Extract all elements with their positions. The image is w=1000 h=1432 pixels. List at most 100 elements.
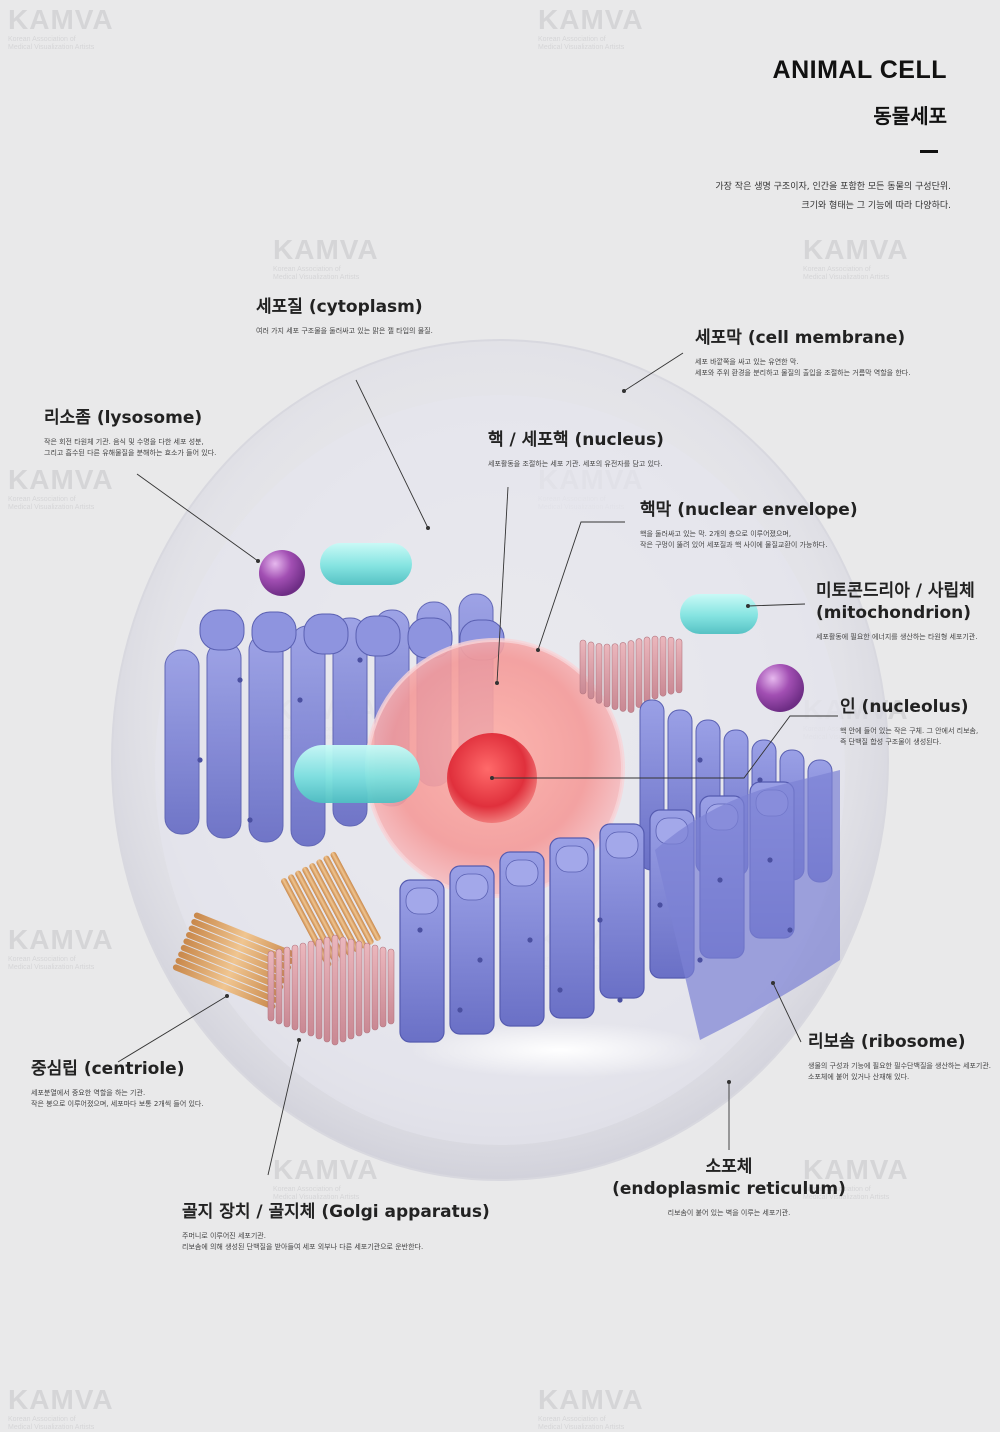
label-desc: 작은 봉으로 이루어졌으며, 세포마다 보통 2개씩 들어 있다. <box>31 1100 204 1108</box>
label-desc-block: 핵 안에 들어 있는 작은 구체. 그 안에서 리보솜, 즉 단백질 합성 구조… <box>840 726 978 748</box>
label-title: (endoplasmic reticulum) <box>612 1179 846 1199</box>
intro-text: 가장 작은 생명 구조이자, 인간을 포함한 모든 동물의 구성단위. 크기와 … <box>715 178 951 216</box>
golgi-low <box>267 934 395 1046</box>
golgi-cisterna <box>675 638 683 694</box>
label-desc: 즉 단백질 합성 구조물이 생성된다. <box>840 738 942 746</box>
watermark-line: Medical Visualization Artists <box>803 1194 890 1201</box>
label-desc: 핵을 둘러싸고 있는 막. 2개의 층으로 이루어졌으며, <box>640 530 792 538</box>
watermark-line: Korean Association of <box>803 266 871 273</box>
er-sheet <box>655 770 840 1040</box>
golgi-cisterna <box>579 639 587 695</box>
watermark-line: Medical Visualization Artists <box>538 44 625 51</box>
watermark-brand: KAMVA <box>8 464 114 495</box>
label-title: 세포막 (cell membrane) <box>695 328 906 348</box>
label-nuclear-envelope: 핵막 (nuclear envelope) 핵을 둘러싸고 있는 막. 2개의 … <box>640 499 858 551</box>
golgi-top <box>579 635 683 713</box>
label-desc: 생물의 구성과 기능에 필요한 필수단백질을 생산하는 세포기관. <box>808 1062 992 1070</box>
centriole-rod <box>183 938 286 984</box>
er-cisterna <box>399 879 445 1043</box>
intro-line: 크기와 형태는 그 기능에 따라 다양하다. <box>801 201 951 211</box>
er-fold <box>199 609 245 651</box>
mitochondrion-shape <box>680 594 758 634</box>
centriole-rod <box>188 925 292 971</box>
golgi-cisterna <box>611 643 619 710</box>
ribosome-dot <box>297 697 303 703</box>
label-desc-block: 세포분열에서 중요한 역할을 하는 기관. 작은 봉으로 이루어졌으며, 세포마… <box>31 1088 204 1110</box>
watermark-line: Korean Association of <box>538 36 606 43</box>
ribosome-dot <box>697 757 703 763</box>
watermark-brand: KAMVA <box>538 4 644 35</box>
label-golgi: 골지 장치 / 골지체 (Golgi apparatus) 주머니로 이루어진 … <box>182 1201 490 1253</box>
ribosome-dot <box>657 902 663 908</box>
mitochondrion-shape <box>294 745 420 803</box>
ribosome-dot <box>477 957 483 963</box>
label-title: (mitochondrion) <box>816 603 972 623</box>
er-cisterna <box>164 649 200 835</box>
label-desc: 세포분열에서 중요한 역할을 하는 기관. <box>31 1089 146 1097</box>
golgi-cisterna <box>643 636 651 704</box>
label-desc: 작은 구멍이 뚫려 있어 세포질과 핵 사이에 물질교환이 가능하다. <box>640 541 828 549</box>
label-desc-block: 핵을 둘러싸고 있는 막. 2개의 층으로 이루어졌으며, 작은 구멍이 뚫려 … <box>640 529 858 551</box>
label-title: 세포질 (cytoplasm) <box>256 297 423 317</box>
watermark-line: Medical Visualization Artists <box>8 1424 95 1431</box>
golgi-cisterna <box>635 638 643 708</box>
label-title: 소포체 <box>705 1157 753 1177</box>
golgi-cisterna <box>275 948 283 1025</box>
watermark-line: Korean Association of <box>8 1416 76 1423</box>
intro-line: 가장 작은 생명 구조이자, 인간을 포함한 모든 동물의 구성단위. <box>715 182 951 192</box>
label-desc: 여러 가지 세포 구조물을 둘러싸고 있는 맑은 젤 타입의 물질. <box>256 327 433 335</box>
watermark-line: Korean Association of <box>273 266 341 273</box>
golgi-cisterna <box>387 948 395 1025</box>
label-title: 핵 / 세포핵 (nucleus) <box>488 430 664 450</box>
golgi-cisterna <box>283 946 291 1028</box>
er-cisterna <box>549 837 595 1019</box>
golgi-cisterna <box>603 643 611 708</box>
label-desc: 리보솜에 의해 생성된 단백질을 받아들여 세포 외부나 다른 세포기관으로 운… <box>182 1243 424 1251</box>
ribosome-dot <box>237 677 243 683</box>
er-fold <box>605 831 639 859</box>
watermark-line: Medical Visualization Artists <box>273 1194 360 1201</box>
label-title: 중심립 (centriole) <box>31 1059 185 1079</box>
ribosome-dot <box>617 997 623 1003</box>
label-desc: 소포체에 붙어 있거나 산재해 있다. <box>808 1073 910 1081</box>
title-divider <box>920 150 938 153</box>
leader-dots <box>225 389 775 1084</box>
label-desc: 세포활동을 조절하는 세포 기관. 세포의 유전자를 담고 있다. <box>488 460 663 468</box>
centriole-rod <box>178 951 281 997</box>
er-cisterna <box>499 851 545 1027</box>
golgi-cisterna <box>331 934 339 1046</box>
centriole-rod <box>180 944 284 990</box>
er-cisterna <box>290 625 326 847</box>
watermark-brand: KAMVA <box>803 234 909 265</box>
label-desc-block: 생물의 구성과 기능에 필요한 필수단백질을 생산하는 세포기관. 소포체에 붙… <box>808 1061 991 1083</box>
er-fold <box>505 859 539 887</box>
golgi-cisterna <box>587 641 595 700</box>
label-title: 미토콘드리아 / 사립체 <box>816 581 975 601</box>
er-fold <box>555 845 589 873</box>
golgi-cisterna <box>371 944 379 1031</box>
centriole-rod <box>309 863 360 953</box>
label-title: 핵막 (nuclear envelope) <box>640 500 858 520</box>
lysosome-shape <box>756 664 804 712</box>
golgi-cisterna <box>659 635 667 697</box>
watermark-brand: KAMVA <box>803 1154 909 1185</box>
ribosome-dot <box>757 777 763 783</box>
watermark-line: Medical Visualization Artists <box>803 274 890 281</box>
label-title: 골지 장치 / 골지체 (Golgi apparatus) <box>182 1202 490 1222</box>
golgi-cisterna <box>627 640 635 713</box>
label-desc: 세포활동에 필요한 에너지를 생산하는 타원형 세포기관. <box>816 633 978 641</box>
ribosome-dot <box>417 927 423 933</box>
ribosome-dot <box>247 817 253 823</box>
centriole-rod <box>172 964 276 1010</box>
centriole-rod <box>175 957 278 1003</box>
watermark-line: Korean Association of <box>8 496 76 503</box>
watermark-line: Medical Visualization Artists <box>8 964 95 971</box>
watermark-line: Medical Visualization Artists <box>8 44 95 51</box>
label-centriole: 중심립 (centriole) 세포분열에서 중요한 역할을 하는 기관. 작은… <box>31 1058 204 1110</box>
watermark-line: Korean Association of <box>538 1416 606 1423</box>
